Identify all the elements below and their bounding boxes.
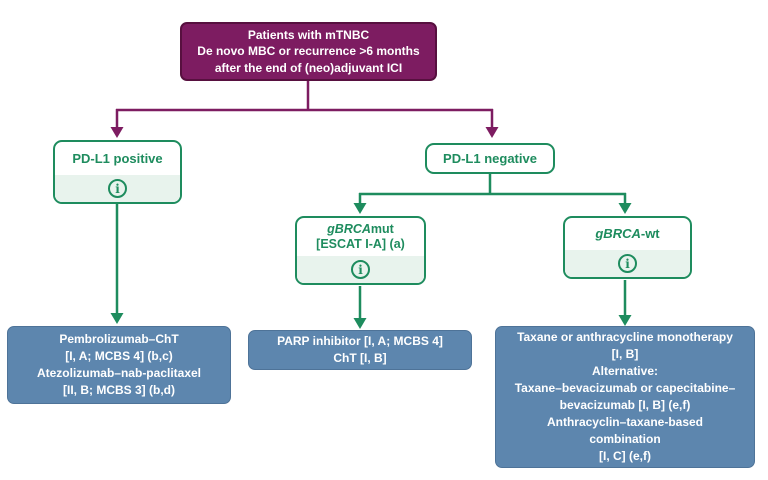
arrowhead-to-pdl1-negative [485,127,499,138]
gene-suffix: mut [370,221,394,236]
node-pdl1-positive: PD-L1 positive i [53,140,182,204]
arrowhead-to-pdl1-positive [110,127,124,138]
gene-symbol: gBRCA [595,226,641,241]
info-icon[interactable]: i [351,260,370,279]
gene-symbol: gBRCA [327,221,371,236]
node-gbrca-wt-label: gBRCA-wt [565,218,690,250]
node-pdl1-negative: PD-L1 negative [425,143,555,174]
treatment-text-gbrca-mut: PARP inhibitor [I, A; MCBS 4] ChT [I, B] [277,334,443,365]
root-node-text: Patients with mTNBC De novo MBC or recur… [197,27,420,75]
node-pdl1-positive-label: PD-L1 positive [72,150,163,166]
gene-suffix: -wt [640,226,660,241]
node-gbrca-wt: gBRCA-wt i [563,216,692,279]
escat-line: [ESCAT I-A] (a) [316,237,405,251]
node-patients-mtnbc: Patients with mTNBC De novo MBC or recur… [180,22,437,81]
arrowhead-to-treatment-gbrca-mut [353,318,367,329]
treatment-text-gbrca-wt: Taxane or anthracycline monotherapy [I, … [514,330,736,463]
node-pdl1-negative-label: PD-L1 negative [443,150,537,166]
treatment-box-gbrca-wt: Taxane or anthracycline monotherapy [I, … [495,326,755,468]
arrowhead-to-treatment-gbrca-wt [618,315,632,326]
info-band: i [565,250,690,277]
treatment-text-pdl1-positive: Pembrolizumab–ChT [I, A; MCBS 4] (b,c) A… [36,332,202,397]
purple-branch-connector [110,80,499,138]
arrowhead-to-gbrca-wt [618,203,632,214]
arrowhead-to-gbrca-mut [353,203,367,214]
info-band: i [297,256,424,283]
gene-line: gBRCA-wt [595,226,659,242]
treatment-box-pdl1-positive: Pembrolizumab–ChT [I, A; MCBS 4] (b,c) A… [7,326,231,404]
info-icon[interactable]: i [108,179,127,198]
node-gbrca-mut-label: gBRCAmut [ESCAT I-A] (a) [297,218,424,256]
info-icon[interactable]: i [618,254,637,273]
info-band: i [55,175,180,202]
gene-line: gBRCAmut [327,222,394,238]
arrowhead-to-treatment-pdl1-positive [110,313,124,324]
treatment-box-gbrca-mut: PARP inhibitor [I, A; MCBS 4] ChT [I, B] [248,330,472,370]
node-gbrca-mut: gBRCAmut [ESCAT I-A] (a) i [295,216,426,285]
green-branch-connector [110,172,632,329]
